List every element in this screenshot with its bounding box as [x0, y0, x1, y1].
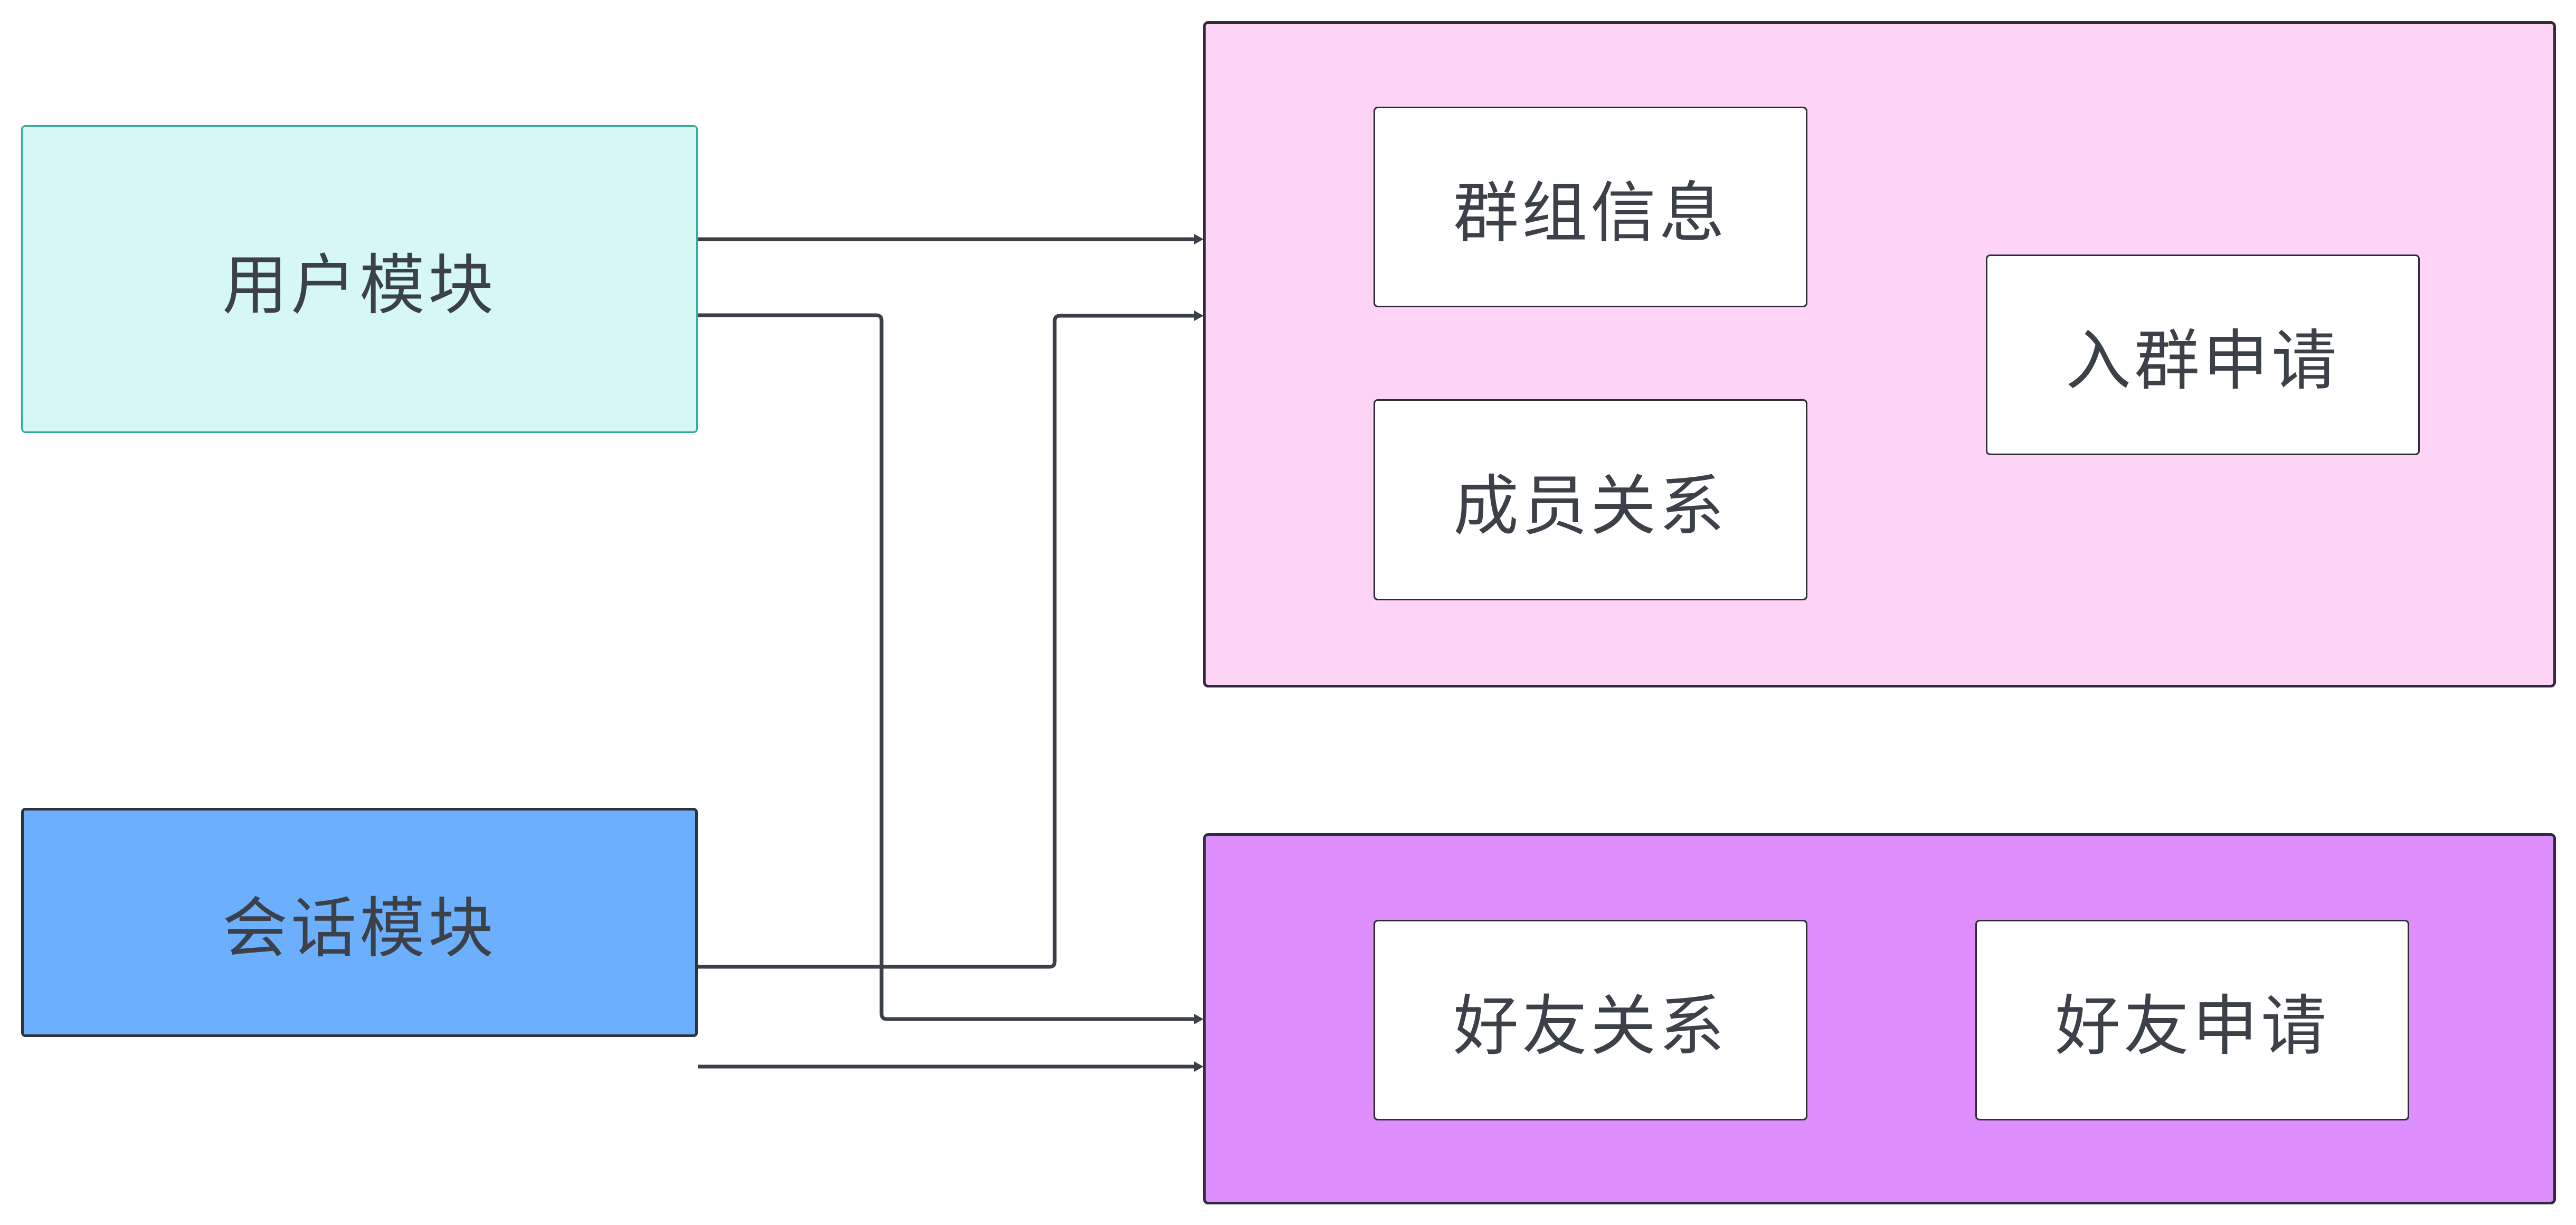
edge-user-to-group — [698, 234, 1204, 244]
member-relation-node[interactable]: 成员关系 — [1374, 399, 1807, 600]
arrowhead-icon — [1194, 1014, 1204, 1024]
group-info-node[interactable]: 群组信息 — [1374, 107, 1807, 307]
group-module-container[interactable]: 群组信息 成员关系 入群申请 — [1203, 21, 2556, 687]
join-request-node[interactable]: 入群申请 — [1986, 255, 2420, 455]
edge-session-to-group — [698, 310, 1204, 969]
friend-request-node[interactable]: 好友申请 — [1975, 920, 2409, 1120]
edge-user-to-friend — [698, 313, 1204, 1024]
join-request-label: 入群申请 — [2065, 323, 2340, 399]
user-module-node[interactable]: 用户模块 — [21, 125, 698, 433]
friend-relation-node[interactable]: 好友关系 — [1374, 920, 1807, 1120]
arrowhead-icon — [1194, 1061, 1204, 1072]
edge-line — [698, 314, 1194, 969]
session-module-node[interactable]: 会话模块 — [21, 808, 698, 1037]
arrowhead-icon — [1194, 310, 1204, 321]
friend-module-container[interactable]: 好友关系 好友申请 — [1203, 833, 2556, 1204]
arrowhead-icon — [1194, 234, 1204, 244]
friend-request-label: 好友申请 — [2054, 988, 2329, 1064]
edge-session-to-friend — [698, 1061, 1204, 1072]
friend-relation-label: 好友关系 — [1453, 988, 1728, 1064]
group-info-label: 群组信息 — [1453, 175, 1728, 251]
session-module-label: 会话模块 — [222, 891, 497, 967]
edge-line — [698, 313, 1194, 1021]
member-relation-label: 成员关系 — [1453, 468, 1728, 544]
user-module-label: 用户模块 — [222, 247, 497, 324]
